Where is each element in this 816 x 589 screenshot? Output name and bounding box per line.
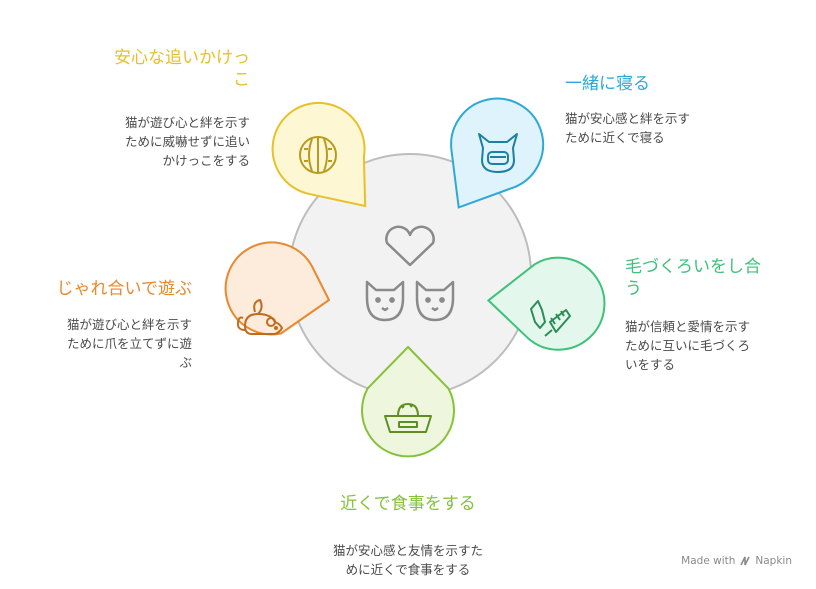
play-description: 猫が遊び心と絆を示す ために爪を立てずに遊 ぶ [66,317,192,370]
eat-title: 近くで食事をする [340,494,476,514]
grooming-icon [530,300,571,337]
food-bowl-icon [384,403,432,433]
mouse-toy-icon [236,299,283,335]
made-with-napkin: Made with Napkin [681,555,792,567]
footer-brand: Napkin [755,555,792,567]
eat-description: 猫が安心感と友情を示すた めに近くで食事をする [332,543,483,577]
heart-icon [385,225,435,267]
chase-title: 安心な追いかけっ こ [114,48,250,90]
sleeping-cat-icon [478,133,518,173]
napkin-logo-icon [740,556,751,566]
sleep-drop [450,97,545,209]
groom-description: 猫が信頼と愛情を示す ために互いに毛づくろ いをする [625,319,751,372]
groom-title: 毛づくろいをし合 う [625,257,761,299]
groom-drop [486,256,606,351]
sleep-title: 一緒に寝る [565,74,650,94]
ball-icon [299,136,337,174]
chase-description: 猫が遊び心と絆を示す ために威嚇せずに追い かけっこをする [124,115,250,168]
sleep-description: 猫が安心感と絆を示す ために近くで寝る [565,111,691,145]
eat-drop [361,345,455,458]
cat-faces-icon [365,280,455,322]
play-title: じゃれ合いで遊ぶ [56,279,193,299]
footer-text: Made with [681,555,736,567]
play-drop [224,241,331,336]
